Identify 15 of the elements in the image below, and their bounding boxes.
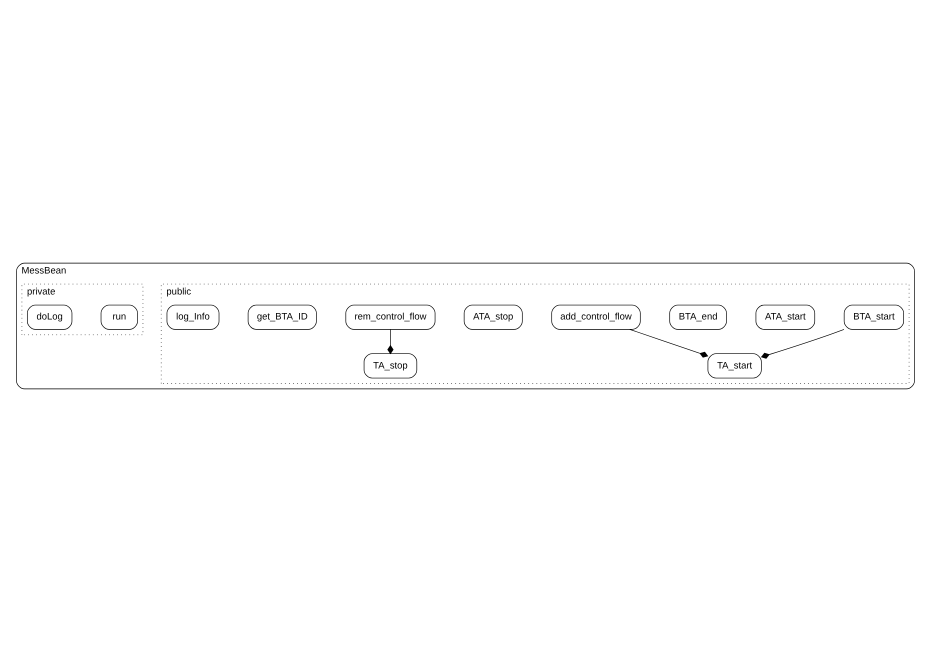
node-box: get_BTA_ID — [248, 304, 317, 330]
connector — [629, 329, 708, 358]
node-box: log_Info — [166, 304, 220, 330]
node-box: run — [100, 304, 138, 330]
node-box: rem_control_flow — [345, 304, 436, 330]
connector — [387, 329, 394, 354]
node-box: TA_start — [708, 353, 762, 378]
node-box: BTA_start — [844, 304, 904, 330]
node-box: ATA_stop — [464, 304, 523, 330]
node-box: doLog — [27, 304, 72, 330]
node-box: ATA_start — [756, 304, 816, 330]
node-box: BTA_end — [669, 304, 727, 330]
node-box: TA_stop — [364, 353, 418, 378]
connector — [760, 329, 844, 359]
node-box: add_control_flow — [551, 304, 641, 330]
